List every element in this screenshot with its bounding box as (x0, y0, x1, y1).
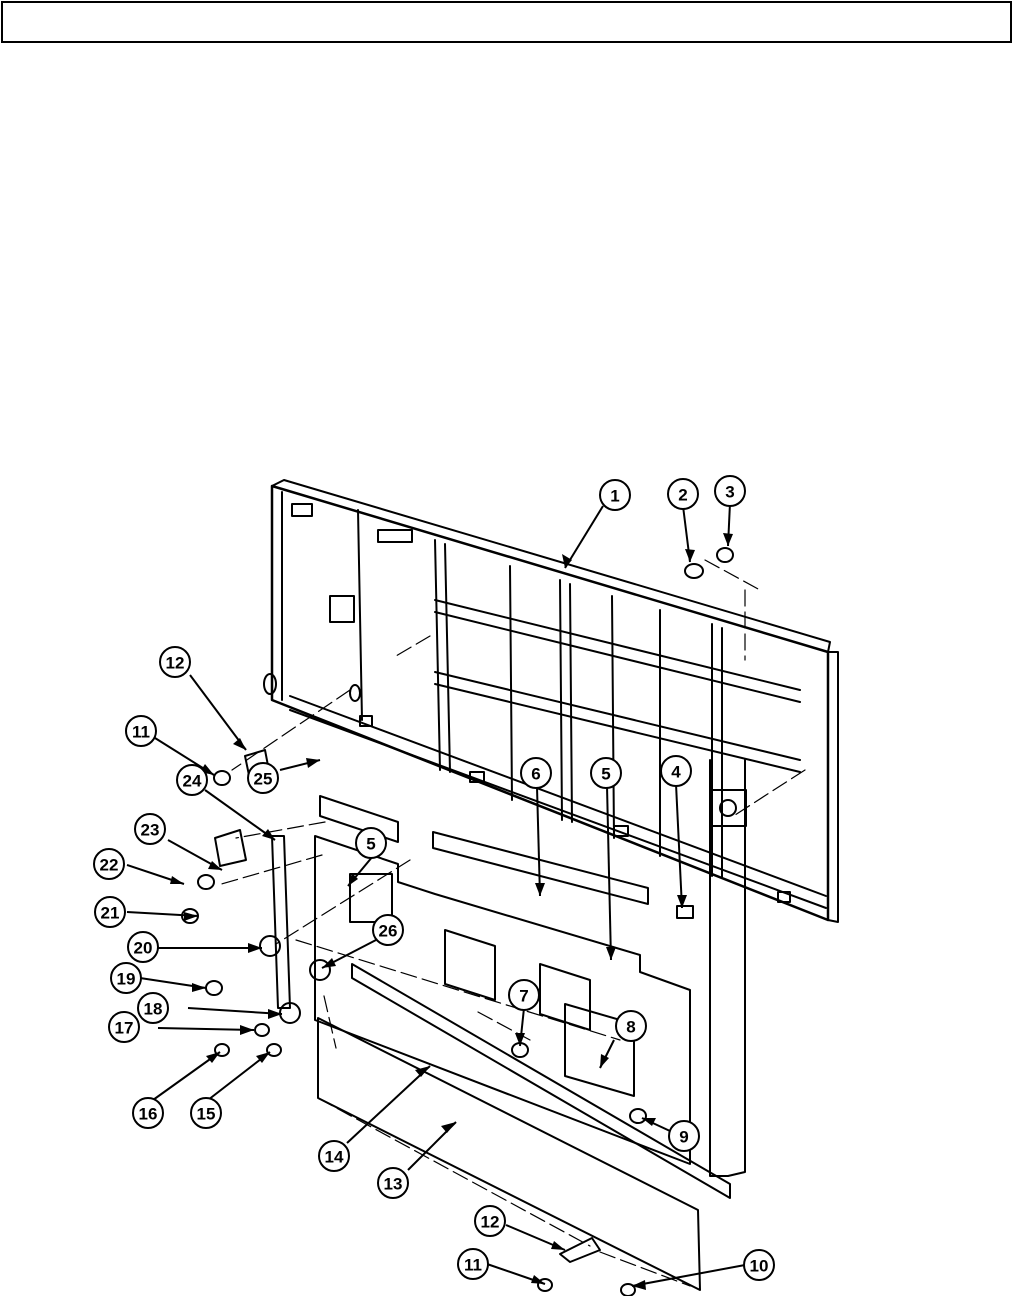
callout-22-label: 22 (100, 856, 119, 875)
callout-16-label: 16 (139, 1105, 158, 1124)
callout-4-circle (660, 755, 692, 787)
callout-21-label: 21 (101, 904, 120, 923)
callout-13: 13 (377, 1167, 409, 1199)
callout-17-label: 17 (115, 1019, 134, 1038)
callout-4: 4 (660, 755, 692, 787)
callout-13-circle (377, 1167, 409, 1199)
callout-26: 26 (372, 914, 404, 946)
callout-5b-circle (590, 757, 622, 789)
callout-18-circle (137, 992, 169, 1024)
callout-22: 22 (93, 848, 125, 880)
callout-15-circle (190, 1097, 222, 1129)
callout-21-circle (94, 896, 126, 928)
callout-16: 16 (132, 1097, 164, 1129)
callout-11a: 11 (125, 715, 157, 747)
callout-5a: 5 (355, 827, 387, 859)
hardware-parts (181, 547, 734, 1296)
callout-26-label: 26 (379, 922, 398, 941)
callout-11a-label: 11 (132, 723, 150, 742)
bottom-panel (317, 759, 746, 1291)
callout-12a: 12 (159, 646, 191, 678)
back-panel (271, 795, 694, 1165)
callout-8: 8 (615, 1010, 647, 1042)
callout-6: 6 (520, 757, 552, 789)
callout-1-label: 1 (610, 487, 619, 506)
callout-13-label: 13 (384, 1175, 403, 1194)
callout-12a-label: 12 (166, 654, 185, 673)
callout-22-circle (93, 848, 125, 880)
callout-12b-circle (474, 1205, 506, 1237)
callout-5b: 5 (590, 757, 622, 789)
callout-26-circle (372, 914, 404, 946)
callout-14-circle (318, 1140, 350, 1172)
callout-1-circle (599, 479, 631, 511)
callout-3-circle (714, 475, 746, 507)
callout-20-circle (127, 931, 159, 963)
callout-24: 24 (176, 764, 208, 796)
callout-12b: 12 (474, 1205, 506, 1237)
callout-10-circle (743, 1249, 775, 1281)
callout-2-circle (667, 478, 699, 510)
callout-19: 19 (110, 962, 142, 994)
callout-9-circle (668, 1120, 700, 1152)
callout-25: 25 (247, 762, 279, 794)
callout-20: 20 (127, 931, 159, 963)
callout-10: 10 (743, 1249, 775, 1281)
callout-11b: 11 (457, 1248, 489, 1280)
frame-panel (263, 479, 839, 923)
header-box (1, 1, 1012, 43)
callout-6-circle (520, 757, 552, 789)
callout-19-circle (110, 962, 142, 994)
callout-12b-label: 12 (481, 1213, 500, 1232)
callout-25-label: 25 (254, 770, 273, 789)
callout-14: 14 (318, 1140, 350, 1172)
callout-8-circle (615, 1010, 647, 1042)
callout-15-label: 15 (197, 1105, 216, 1124)
callout-10-label: 10 (750, 1257, 769, 1276)
callout-2-label: 2 (678, 486, 687, 505)
callout-25-circle (247, 762, 279, 794)
callout-5b-label: 5 (601, 765, 610, 784)
callout-11a-circle (125, 715, 157, 747)
callout-23-circle (134, 813, 166, 845)
callout-16-circle (132, 1097, 164, 1129)
callout-7-label: 7 (519, 987, 528, 1006)
callout-19-label: 19 (117, 970, 136, 989)
callout-15: 15 (190, 1097, 222, 1129)
callout-9: 9 (668, 1120, 700, 1152)
callout-7-circle (508, 979, 540, 1011)
leader-arrowheads (170, 533, 733, 1290)
callout-6-label: 6 (531, 765, 540, 784)
callout-24-label: 24 (183, 772, 202, 791)
callout-1: 1 (599, 479, 631, 511)
callout-3-label: 3 (725, 483, 734, 502)
callout-23-label: 23 (141, 821, 160, 840)
callout-5a-label: 5 (366, 835, 375, 854)
callout-5a-circle (355, 827, 387, 859)
callout-3: 3 (714, 475, 746, 507)
callout-11b-label: 11 (464, 1256, 482, 1275)
callout-7: 7 (508, 979, 540, 1011)
callout-8-label: 8 (626, 1018, 635, 1037)
callout-18: 18 (137, 992, 169, 1024)
callout-9-label: 9 (679, 1128, 688, 1147)
callout-4-label: 4 (671, 763, 681, 782)
callout-20-label: 20 (134, 939, 153, 958)
callout-11b-circle (457, 1248, 489, 1280)
callout-24-circle (176, 764, 208, 796)
callout-17-circle (108, 1011, 140, 1043)
callout-12a-circle (159, 646, 191, 678)
callout-21: 21 (94, 896, 126, 928)
callout-17: 17 (108, 1011, 140, 1043)
callout-14-label: 14 (325, 1148, 344, 1167)
callout-23: 23 (134, 813, 166, 845)
callout-18-label: 18 (144, 1000, 163, 1019)
callout-2: 2 (667, 478, 699, 510)
